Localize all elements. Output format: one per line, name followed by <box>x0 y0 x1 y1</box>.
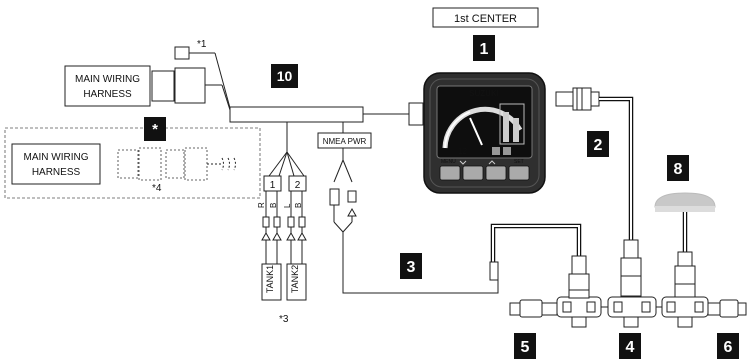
note-3: *3 <box>279 314 289 325</box>
dashed-plug-b <box>138 147 162 181</box>
harness-plug-left <box>151 70 175 102</box>
gauge-set-label: SET <box>514 159 524 165</box>
gauge-reading: 12 <box>458 147 467 156</box>
wire-b1: B <box>269 203 278 208</box>
tank1-box <box>261 263 282 301</box>
callout-star: * <box>144 117 166 141</box>
t-connector-c <box>661 251 709 328</box>
tank2-label: TANK2 <box>290 265 300 293</box>
dashed-plug-c <box>165 149 185 179</box>
note-4: *4 <box>152 183 162 194</box>
header-label-box: 1st CENTER <box>432 7 539 28</box>
svg-text:HARNESS: HARNESS <box>83 89 132 100</box>
callout-8: 8 <box>667 155 689 181</box>
callout-1: 1 <box>473 35 495 61</box>
svg-text:2: 2 <box>594 137 603 154</box>
header-label: 1st CENTER <box>454 13 517 25</box>
svg-text:3: 3 <box>407 259 416 276</box>
optional-area <box>4 127 261 199</box>
svg-text:HARNESS: HARNESS <box>32 167 81 178</box>
inline-fuses <box>261 216 307 241</box>
svg-text:6: 6 <box>724 339 733 356</box>
callout-3: 3 <box>400 253 422 279</box>
gauge-menu-label: MENU <box>441 159 456 165</box>
svg-text:8: 8 <box>674 161 683 178</box>
note-1: *1 <box>197 39 207 50</box>
splitter-2 <box>288 175 307 192</box>
main-wiring-harness-bottom: MAIN WIRING HARNESS <box>11 143 101 185</box>
svg-text:1: 1 <box>270 180 276 191</box>
wire-r: R <box>257 202 266 208</box>
terminator-6 <box>707 299 747 318</box>
gauge-button-up <box>485 165 507 181</box>
splitter-1 <box>263 175 282 192</box>
t-connector-b <box>607 239 657 328</box>
svg-text:10: 10 <box>277 68 293 84</box>
drop-cable <box>555 87 634 240</box>
dashed-plug-d <box>184 147 208 181</box>
callout-6: 6 <box>717 333 739 359</box>
gauge-brand: SUZUKI <box>469 89 499 98</box>
svg-text:5: 5 <box>521 339 530 356</box>
svg-text:1: 1 <box>480 41 489 58</box>
svg-text:4: 4 <box>626 339 635 356</box>
wire-l: L <box>283 203 292 208</box>
callout-2: 2 <box>587 131 609 157</box>
tank1-label: TANK1 <box>265 265 275 293</box>
svg-text:*: * <box>152 121 158 138</box>
multi-function-gauge: SUZUKI 12 MENU SET <box>423 72 546 194</box>
tank-branch: 1 2 R B L B TANK1 TANK2 *3 <box>257 122 307 325</box>
wire-b2: B <box>294 203 303 208</box>
callout-4: 4 <box>619 333 641 359</box>
nmea-pwr-box <box>317 132 372 149</box>
callout-5: 5 <box>514 333 536 359</box>
main-wiring-harness-top: MAIN WIRING HARNESS <box>64 65 151 107</box>
svg-text:MAIN WIRING: MAIN WIRING <box>24 152 89 163</box>
gauge-button-set <box>508 165 530 181</box>
nmea-pwr-label: NMEA PWR <box>323 137 367 146</box>
nmea-power-branch: NMEA PWR <box>317 122 499 294</box>
small-connector-note1 <box>174 46 190 60</box>
svg-text:MAIN WIRING: MAIN WIRING <box>75 74 140 85</box>
dashed-plug-a <box>117 149 139 179</box>
gps-sensor <box>654 192 716 252</box>
harness-plug-right <box>174 67 206 104</box>
gauge-harness-bar <box>229 106 364 123</box>
terminator-5 <box>509 299 558 318</box>
gauge-connector <box>408 102 424 126</box>
t-connector-a <box>556 255 602 328</box>
gauge-button-down <box>462 165 484 181</box>
callout-10: 10 <box>271 64 298 88</box>
svg-text:2: 2 <box>295 180 301 191</box>
tank2-box <box>286 263 307 301</box>
gauge-button-menu <box>439 165 461 181</box>
